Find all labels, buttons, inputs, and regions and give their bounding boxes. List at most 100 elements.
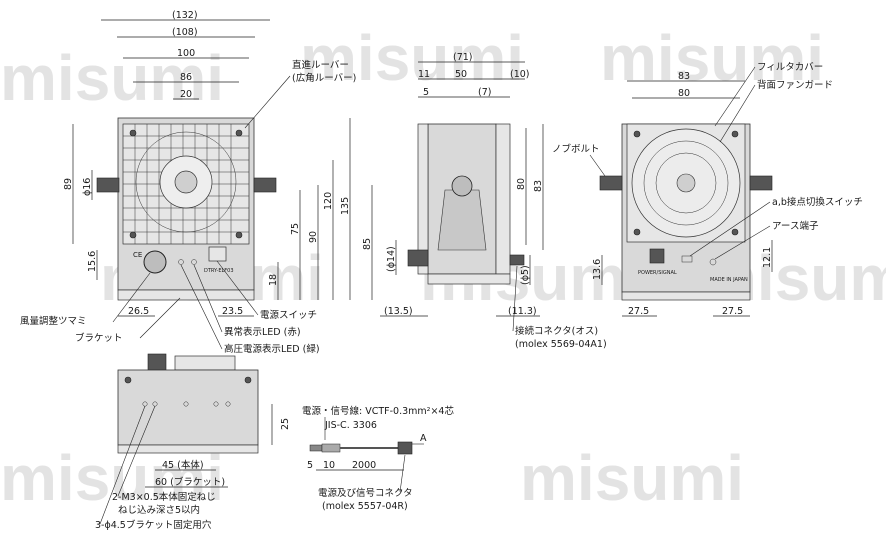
knob-bolt-left xyxy=(96,177,120,193)
dim-front-23-5: 23.5 xyxy=(222,306,243,317)
dim-front-26-5: 26.5 xyxy=(128,306,149,317)
dim-bottom-25: 25 xyxy=(280,418,291,430)
dim-side-50: 50 xyxy=(455,69,467,80)
cable-view: 電源・信号線: VCTF-0.3mm²×4芯 JIS-C. 3306 5 10 … xyxy=(302,405,454,512)
dim-cable-5: 5 xyxy=(307,460,313,471)
screw-icon xyxy=(731,228,739,236)
label-bracket: ブラケット xyxy=(75,332,123,344)
dim-bottom-60: 60 (ブラケット) xyxy=(155,476,225,488)
dim-side-11: 11 xyxy=(418,69,430,80)
label-bracket-hole: 3-ϕ4.5ブラケット固定用穴 xyxy=(95,519,212,531)
rear-connector-socket xyxy=(649,248,665,264)
dim-side-5: 5 xyxy=(423,87,429,98)
label-m3-depth: ねじ込み深さ5以内 xyxy=(118,504,200,516)
side-knob-bolt xyxy=(451,175,473,197)
dim-rear-12-1: 12.1 xyxy=(762,247,773,268)
label-side-connector: 接続コネクタ(オス) xyxy=(515,325,598,337)
watermark: misumi xyxy=(520,442,744,514)
dim-front-135: 135 xyxy=(340,197,351,215)
dim-rear-27-5-right: 27.5 xyxy=(722,306,743,317)
dim-front-132: (132) xyxy=(172,10,198,21)
label-power-switch: 電源スイッチ xyxy=(260,310,317,321)
dim-rear-80: 80 xyxy=(678,88,690,99)
dim-side-phi14: (ϕ14) xyxy=(386,246,397,272)
cable-bare-end xyxy=(309,444,323,452)
side-front-louver xyxy=(417,123,429,275)
front-view: CE DTRY-ELF03 (132) (108) 100 86 20 89 ϕ… xyxy=(20,10,373,355)
dim-front-90: 90 xyxy=(308,231,319,243)
dim-side-80: 80 xyxy=(516,178,527,190)
dim-front-100: 100 xyxy=(177,48,195,59)
power-switch xyxy=(208,246,227,262)
label-hv-led: 高圧電源表示LED (緑) xyxy=(224,343,320,355)
bottom-bracket-top xyxy=(174,355,236,371)
bottom-knob xyxy=(147,353,167,371)
fan-ring-outer xyxy=(135,131,237,233)
label-side-connector-model: (molex 5569-04A1) xyxy=(515,339,607,350)
rear-fan-guard-ring xyxy=(655,152,717,214)
watermark: misumi xyxy=(0,42,224,114)
dim-bottom-45: 45 (本体) xyxy=(162,459,204,471)
screw-icon xyxy=(235,129,243,137)
side-airflow-knob xyxy=(407,249,429,267)
cable-spec: 電源・信号線: VCTF-0.3mm²×4芯 xyxy=(302,405,454,417)
dim-front-89: 89 xyxy=(63,178,74,190)
label-ab-switch: a,b接点切換スイッチ xyxy=(772,196,863,208)
dim-cable-a: A xyxy=(420,433,427,444)
dim-rear-27-5-left: 27.5 xyxy=(628,306,649,317)
side-bracket-plate xyxy=(427,273,511,285)
rear-made-in-mark: MADE IN JAPAN xyxy=(710,277,748,283)
screw-icon xyxy=(235,231,243,239)
side-back-cover xyxy=(495,123,511,275)
dim-front-18: 18 xyxy=(268,274,279,286)
louver-grid xyxy=(123,124,249,244)
bracket-hole-icon xyxy=(183,401,189,407)
label-filter-cover: フィルタカバー xyxy=(757,62,823,73)
dim-side-13-5: (13.5) xyxy=(384,306,413,317)
dim-side-phi5: (ϕ5) xyxy=(520,265,531,285)
side-bracket xyxy=(437,189,487,251)
alarm-led-icon xyxy=(191,259,197,265)
dim-front-75: 75 xyxy=(290,223,301,235)
bracket-hole-icon xyxy=(225,401,231,407)
airflow-knob xyxy=(143,250,167,274)
side-connector xyxy=(509,254,525,266)
dim-front-15-6: 15.6 xyxy=(87,251,98,272)
label-m3: 2-M3×0.5本体固定ねじ xyxy=(112,491,216,503)
dim-side-11-3: (11.3) xyxy=(508,306,537,317)
dim-front-20: 20 xyxy=(180,89,192,100)
dim-front-86: 86 xyxy=(180,72,192,83)
dim-cable-2000: 2000 xyxy=(352,460,376,471)
dim-side-7: (7) xyxy=(478,87,491,98)
bottom-body xyxy=(117,369,259,446)
rear-knob-bolt-right xyxy=(749,175,773,191)
dim-side-10: (10) xyxy=(510,69,530,80)
dim-side-71: (71) xyxy=(453,52,473,63)
ce-mark: CE xyxy=(133,251,142,259)
rear-view: POWER/SIGNAL MADE IN JAPAN 83 80 13.6 12… xyxy=(552,62,863,317)
hv-led-icon xyxy=(178,259,184,265)
dim-front-108: (108) xyxy=(172,27,198,38)
rear-ab-switch xyxy=(681,255,693,263)
label-knob-bolt: ノブボルト xyxy=(552,143,600,155)
label-knob: 風量調整ツマミ xyxy=(20,315,87,327)
dim-cable-10: 10 xyxy=(323,460,335,471)
screw-icon xyxy=(129,129,137,137)
cable-connector xyxy=(397,441,413,455)
screw-icon xyxy=(244,376,252,384)
watermark: misumi xyxy=(300,22,524,94)
dim-rear-83: 83 xyxy=(678,71,690,82)
cable-jacket xyxy=(321,443,341,453)
watermark: misumi xyxy=(0,442,224,514)
model-mark: DTRY-ELF03 xyxy=(204,268,234,274)
bracket-plate xyxy=(117,289,255,301)
rear-fan-guard-ring xyxy=(643,140,729,226)
rear-power-signal-mark: POWER/SIGNAL xyxy=(638,270,677,276)
screw-icon xyxy=(633,130,641,138)
dim-front-120: 120 xyxy=(323,192,334,210)
side-view: (71) 11 50 (10) 5 (7) 80 83 (ϕ14) (ϕ5) (… xyxy=(380,52,607,350)
label-fan-guard: 背面ファンガード xyxy=(757,79,833,91)
dim-rear-13-6: 13.6 xyxy=(592,259,603,280)
rear-knob-bolt-left xyxy=(599,175,623,191)
label-alarm-led: 異常表示LED (赤) xyxy=(224,326,301,338)
